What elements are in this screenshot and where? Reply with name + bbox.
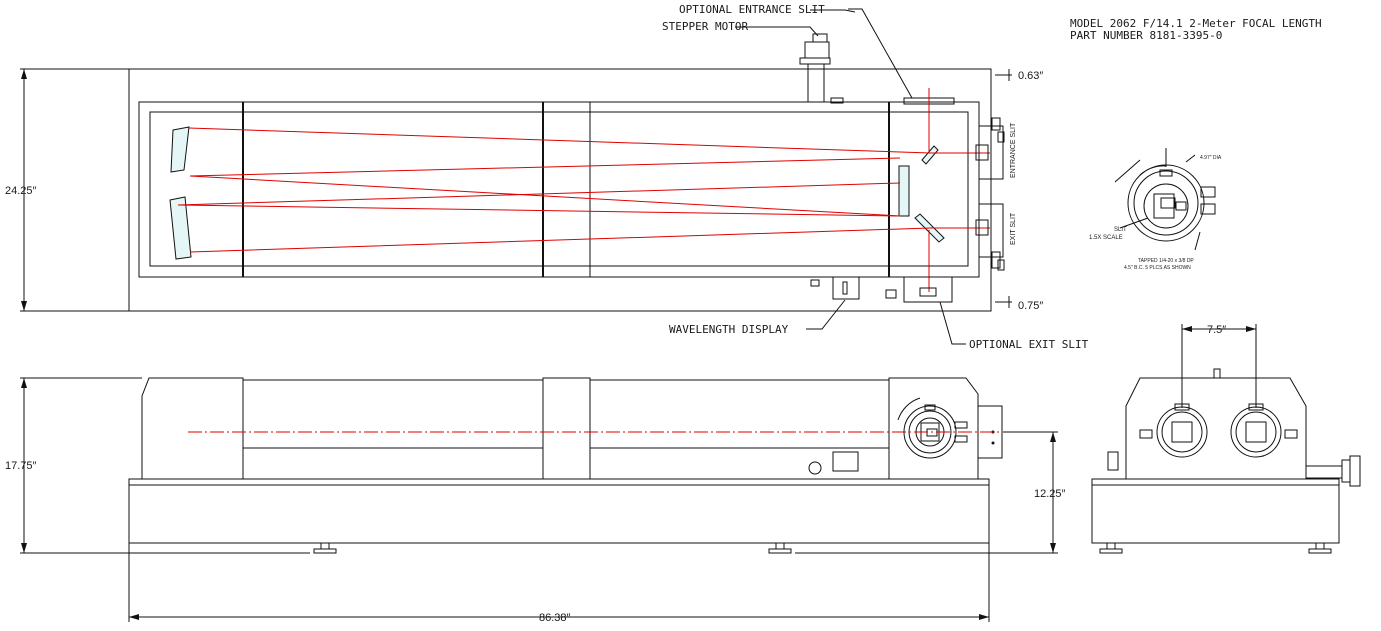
dim-86-38: 86.38″ <box>539 612 571 624</box>
entrance-slit-leader <box>848 8 913 99</box>
optional-exit-slit-box <box>903 276 953 303</box>
dim-24-25: 24.25″ <box>5 185 37 197</box>
dim-12-25: 12.25″ <box>1034 488 1066 500</box>
stepper-motor <box>799 33 844 104</box>
camera-mirror <box>169 196 192 260</box>
dim-7-5: 7.5″ <box>1207 324 1226 336</box>
wavelength-display-label: WAVELENGTH DISPLAY <box>669 323 789 336</box>
end-port-right <box>1230 406 1282 458</box>
grating <box>898 165 910 217</box>
housing-outer <box>138 101 980 278</box>
optional-entrance-slit-label: OPTIONAL ENTRANCE SLIT <box>679 3 825 16</box>
side-right-block <box>888 377 979 480</box>
optional-exit-slit-label: OPTIONAL EXIT SLIT <box>969 338 1089 351</box>
entrance-slit-port <box>975 117 1005 180</box>
wavelength-leader <box>806 299 846 330</box>
detail-dia-label: 4.97″ DIA <box>1200 155 1222 161</box>
collimating-mirror <box>170 126 190 173</box>
feet <box>313 542 792 554</box>
base-plate-top <box>128 68 992 312</box>
stepper-leader <box>735 26 819 37</box>
stepper-motor-label: STEPPER MOTOR <box>662 20 748 33</box>
slit-detail-view: 4.97″ DIA SLIT 1.5X SCALE TAPPED 1/4-20 … <box>1089 148 1222 271</box>
exit-slit-port <box>975 203 1005 271</box>
entrance-fold-mirror <box>921 145 939 165</box>
title-part-number: PART NUMBER 8181-3395-0 <box>1070 29 1222 42</box>
dim-17-75: 17.75″ <box>5 460 37 472</box>
detail-tapped-1: TAPPED 1/4-20 x 3/8 DP <box>1138 258 1194 264</box>
detail-scale-label: 1.5X SCALE <box>1089 235 1123 241</box>
detail-slit-label: SLIT <box>1114 227 1127 233</box>
housing-inner <box>149 111 969 267</box>
exit-slit-label: EXIT SLIT <box>1010 212 1017 245</box>
entrance-slit-label: ENTRANCE SLIT <box>1010 122 1017 178</box>
dim-0-75: 0.75″ <box>1018 300 1043 312</box>
detail-tapped-2: 4.5″ B.C. 5 PLCS AS SHOWN <box>1124 265 1191 271</box>
side-left-block <box>141 377 244 480</box>
wavelength-display-box <box>832 276 860 300</box>
base-end <box>1091 478 1340 544</box>
exit-slit-leader <box>939 301 966 345</box>
base-side <box>128 478 990 544</box>
beam-paths <box>177 88 990 292</box>
top-view: ENTRANCE SLIT EXIT SLIT OPTIONAL ENTRANC… <box>5 3 1089 351</box>
dim-0-63: 0.63″ <box>1018 70 1043 82</box>
end-housing <box>1125 377 1307 480</box>
end-view: 7.5″ <box>1091 324 1361 554</box>
end-port-left <box>1156 406 1208 458</box>
title-model: MODEL 2062 F/14.1 2-Meter FOCAL LENGTH <box>1070 17 1322 30</box>
side-view: 17.75″ 12.25″ 86.38″ <box>5 377 1066 624</box>
wavelength-window <box>842 281 848 295</box>
